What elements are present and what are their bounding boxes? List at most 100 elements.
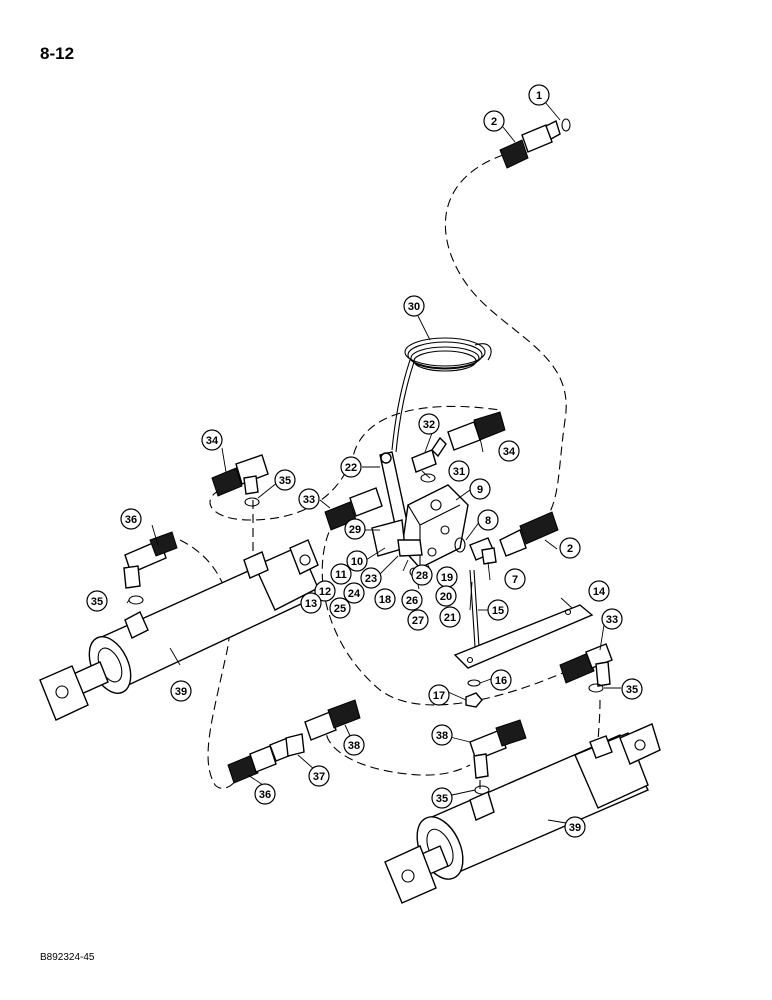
svg-text:35: 35	[279, 475, 291, 487]
callout-34: 34	[498, 440, 520, 462]
fitting-7-8	[454, 511, 559, 565]
o-ring-31	[420, 473, 436, 483]
callout-33: 33	[601, 608, 623, 630]
fitting-36-upper	[123, 531, 178, 589]
hydraulic-cylinder-left	[39, 539, 321, 721]
callout-10: 10	[346, 550, 368, 572]
svg-text:17: 17	[433, 690, 445, 702]
callout-28: 28	[411, 564, 433, 586]
callout-22: 22	[340, 456, 362, 478]
svg-text:31: 31	[453, 466, 465, 478]
callout-39: 39	[170, 680, 192, 702]
fitting-32-tee	[411, 436, 447, 473]
callout-35: 35	[86, 590, 108, 612]
o-ring-35-b	[128, 595, 144, 605]
control-valve-assembly	[371, 451, 594, 708]
hose-left-upper	[209, 405, 501, 521]
callout-35: 35	[621, 678, 643, 700]
callout-23: 23	[360, 567, 382, 589]
callout-35: 35	[274, 469, 296, 491]
svg-text:36: 36	[259, 789, 271, 801]
svg-text:22: 22	[345, 462, 357, 474]
fitting-34-left	[211, 454, 269, 497]
callout-17: 17	[428, 684, 450, 706]
callout-39: 39	[564, 816, 586, 838]
callout-7: 7	[504, 568, 526, 590]
svg-text:18: 18	[379, 594, 391, 606]
svg-text:39: 39	[569, 822, 581, 834]
svg-text:36: 36	[125, 514, 137, 526]
page-number: 8-12	[40, 44, 75, 63]
svg-text:34: 34	[503, 446, 516, 458]
callout-20: 20	[435, 585, 457, 607]
hose-left-cyl-loop	[179, 539, 241, 789]
fitting-36-lower	[227, 745, 277, 784]
figure-code: B892324-45	[40, 952, 95, 963]
svg-text:10: 10	[351, 556, 363, 568]
svg-text:35: 35	[91, 596, 103, 608]
callout-35: 35	[431, 787, 453, 809]
callout-30: 30	[403, 295, 425, 317]
svg-text:15: 15	[492, 605, 504, 617]
callout-13: 13	[300, 592, 322, 614]
callout-37: 37	[308, 765, 330, 787]
leader-lines	[126, 101, 621, 824]
callout-36: 36	[254, 783, 276, 805]
callout-8: 8	[477, 509, 499, 531]
svg-text:35: 35	[436, 793, 448, 805]
svg-text:21: 21	[444, 612, 456, 624]
fitting-38-upper	[304, 699, 361, 741]
svg-text:19: 19	[441, 572, 453, 584]
svg-text:26: 26	[406, 595, 418, 607]
svg-text:32: 32	[423, 419, 435, 431]
callout-38: 38	[431, 724, 453, 746]
svg-text:33: 33	[606, 614, 618, 626]
svg-text:28: 28	[416, 570, 428, 582]
callout-38: 38	[343, 734, 365, 756]
svg-text:23: 23	[365, 573, 377, 585]
callout-1: 1	[528, 84, 550, 106]
fitting-34-right	[447, 411, 506, 451]
callout-18: 18	[374, 588, 396, 610]
callout-11: 11	[330, 563, 352, 585]
o-ring-35-a	[244, 497, 260, 507]
svg-text:8: 8	[485, 515, 491, 527]
svg-text:25: 25	[334, 603, 346, 615]
fitting-top	[499, 118, 571, 169]
hose-top-right	[444, 154, 567, 521]
callout-27: 27	[407, 609, 429, 631]
svg-text:14: 14	[593, 586, 606, 598]
callout-9: 9	[469, 478, 491, 500]
callout-29: 29	[344, 518, 366, 540]
callout-36: 36	[120, 508, 142, 530]
fitting-33-lower	[559, 643, 613, 687]
callout-12: 12	[314, 580, 336, 602]
hose-middle-loop	[321, 519, 566, 706]
svg-text:30: 30	[408, 301, 420, 313]
callout-34: 34	[201, 429, 223, 451]
callout-16: 16	[490, 669, 512, 691]
svg-text:29: 29	[349, 524, 361, 536]
callout-21: 21	[439, 606, 461, 628]
callout-2: 2	[559, 537, 581, 559]
callout-32: 32	[418, 413, 440, 435]
callout-2: 2	[483, 110, 505, 132]
svg-text:37: 37	[313, 771, 325, 783]
svg-text:27: 27	[412, 615, 424, 627]
svg-text:11: 11	[335, 569, 347, 581]
callout-31: 31	[448, 460, 470, 482]
callout-33: 33	[298, 488, 320, 510]
callout-15: 15	[487, 599, 509, 621]
svg-text:2: 2	[567, 543, 573, 555]
callout-26: 26	[401, 589, 423, 611]
callout-14: 14	[588, 580, 610, 602]
svg-text:38: 38	[436, 730, 448, 742]
svg-text:12: 12	[319, 586, 331, 598]
svg-text:20: 20	[440, 591, 452, 603]
o-ring-35-c	[588, 683, 604, 693]
callout-19: 19	[436, 566, 458, 588]
control-cable	[391, 337, 492, 453]
svg-text:34: 34	[206, 435, 219, 447]
svg-text:38: 38	[348, 740, 360, 752]
